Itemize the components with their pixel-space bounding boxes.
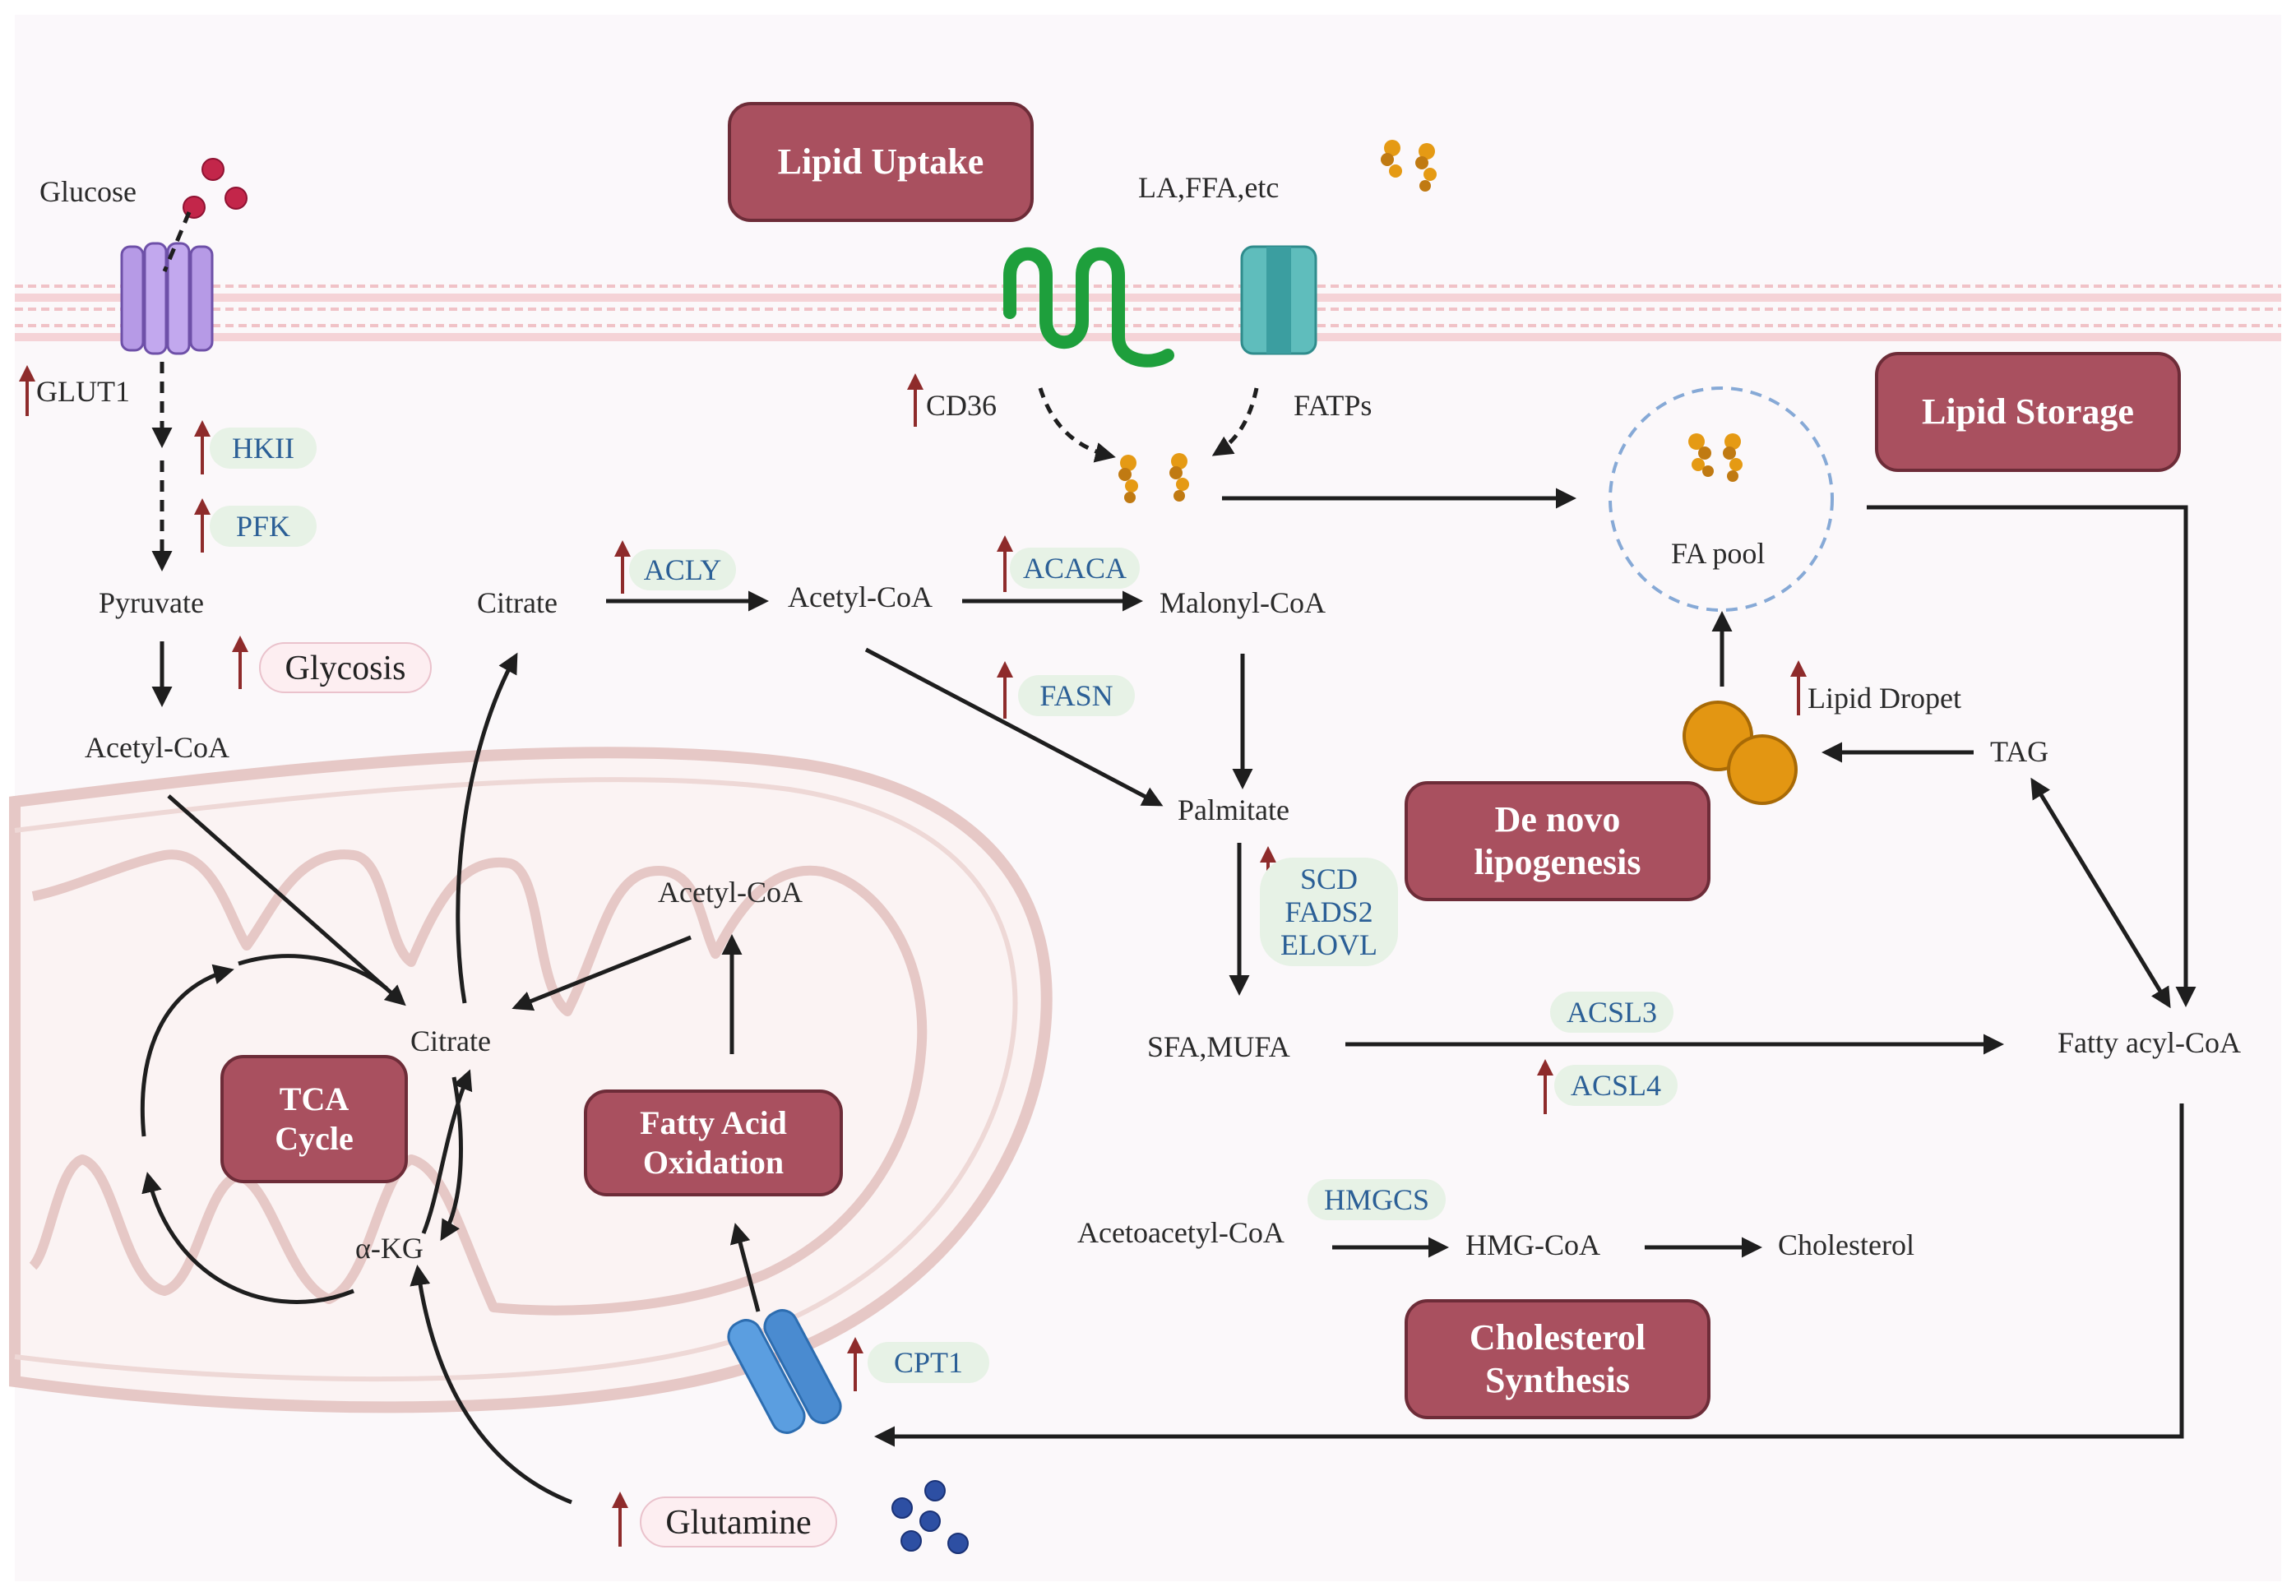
sfa-mufa-label: SFA,MUFA [1147, 1030, 1290, 1063]
malonyl-coa-label: Malonyl-CoA [1160, 586, 1326, 619]
enzyme-group-desaturases: SCD FADS2 ELOVL [1260, 858, 1398, 966]
enzyme-elovl: ELOVL [1280, 928, 1377, 961]
cholesterol-synthesis-box: Cholesterol Synthesis [1405, 1299, 1710, 1419]
pyruvate-label: Pyruvate [99, 586, 204, 619]
cholesterol-label-line2: Synthesis [1484, 1360, 1631, 1400]
glut1-label: GLUT1 [36, 375, 130, 408]
enzyme-acsl4: ACSL4 [1554, 1065, 1678, 1106]
arrow-acetylcoa-citrate [167, 794, 406, 1006]
arrow-tca-cycle-arc [238, 954, 388, 990]
glycosis-pill: Glycosis [259, 642, 432, 693]
fao-label-line1: Fatty Acid [640, 1104, 787, 1141]
hmg-coa-label: HMG-CoA [1465, 1228, 1601, 1261]
enzyme-pfk: PFK [210, 506, 317, 547]
arrow-fapool-fattyacylcoa [1867, 505, 2196, 1007]
cholesterol-label-line1: Cholesterol [1469, 1317, 1646, 1358]
de-novo-label-line2: lipogenesis [1474, 842, 1641, 882]
arrow-tca-cycle-top [140, 964, 234, 1137]
fao-label-line2: Oxidation [642, 1144, 785, 1181]
akg-label: α-KG [355, 1232, 424, 1265]
arrow-akg-citrate [421, 1069, 473, 1234]
arrow-akg-tca [141, 1172, 354, 1304]
palmitate-label: Palmitate [1178, 793, 1289, 826]
glycosis-label: Glycosis [285, 650, 406, 687]
arrow-fatp-fa [1211, 387, 1259, 456]
lipid-storage-label: Lipid Storage [1922, 391, 2134, 432]
arrow-cpt1-fao [729, 1223, 761, 1312]
acetoacetyl-coa-label: Acetoacetyl-CoA [1077, 1216, 1285, 1249]
cpt1-transporter-icon [727, 1309, 842, 1434]
cholesterol-label: Cholesterol [1778, 1228, 1914, 1261]
glucose-molecules-icon [183, 158, 248, 219]
acetyl-coa-mito-label: Acetyl-CoA [658, 876, 803, 909]
arrow-cd36-fa [1038, 387, 1116, 463]
glucose-label: Glucose [39, 175, 137, 208]
enzyme-scd: SCD [1299, 863, 1359, 895]
enzyme-hkii: HKII [210, 428, 317, 469]
arrow-citrate-akg [440, 1076, 463, 1242]
fa-pool-label: FA pool [1671, 537, 1766, 570]
glut1-transporter-icon [120, 242, 214, 355]
glutamine-pill: Glutamine [640, 1497, 837, 1547]
lipid-uptake-box: Lipid Uptake [728, 102, 1034, 222]
lipid-storage-box: Lipid Storage [1875, 352, 2181, 472]
arrow-fattyacylcoa-cpt1 [874, 1103, 2184, 1447]
extracellular-space [15, 15, 2281, 282]
arrow-fattyacylcoa-tag [2030, 777, 2171, 1009]
enzyme-cpt1: CPT1 [868, 1342, 989, 1383]
enzyme-acaca: ACACA [1010, 548, 1140, 589]
de-novo-label-line1: De novo [1494, 799, 1621, 840]
plasma-membrane [15, 285, 2281, 341]
citrate-mito-label: Citrate [410, 1025, 491, 1057]
cd36-receptor-icon [1003, 247, 1174, 368]
enzyme-hmgcs: HMGCS [1308, 1179, 1446, 1220]
lipid-uptake-label: Lipid Uptake [777, 141, 984, 182]
de-novo-lipogenesis-box: De novo lipogenesis [1405, 781, 1710, 901]
arrow-glucose-transporter [162, 211, 192, 272]
enzyme-acsl3: ACSL3 [1550, 992, 1673, 1033]
arrow-glutamine-akg [410, 1265, 572, 1505]
arrow-citrate-export [456, 652, 518, 1004]
enzyme-acly: ACLY [629, 549, 736, 590]
glutamine-molecules-icon [891, 1480, 969, 1554]
cd36-label: CD36 [926, 389, 998, 422]
fa-pool-circle [1609, 386, 1834, 612]
acetyl-coa-left-label: Acetyl-CoA [85, 731, 229, 764]
fatty-acid-oxidation-box: Fatty Acid Oxidation [584, 1089, 843, 1196]
la-ffa-label: LA,FFA,etc [1138, 171, 1280, 204]
tca-cycle-box: TCA Cycle [220, 1055, 408, 1183]
lipid-droplet-label: Lipid Dropet [1808, 682, 1961, 715]
enzyme-fasn: FASN [1018, 675, 1135, 716]
enzyme-fads2: FADS2 [1285, 895, 1373, 928]
fatty-acyl-coa-label: Fatty acyl-CoA [2058, 1026, 2241, 1059]
tca-label-line1: TCA [279, 1080, 349, 1117]
fatp-channel-icon [1240, 245, 1317, 355]
fatps-label: FATPs [1294, 389, 1373, 422]
glutamine-label: Glutamine [665, 1504, 812, 1542]
tag-label: TAG [1990, 735, 2049, 768]
acetyl-coa-top-label: Acetyl-CoA [788, 581, 933, 613]
mitochondrion [9, 747, 1053, 1413]
citrate-cytosol-label: Citrate [477, 586, 558, 619]
arrow-acetylcoa-palmitate [864, 647, 1164, 807]
tca-label-line2: Cycle [275, 1120, 354, 1157]
arrow-acetylcoa-citrate-mito [512, 935, 692, 1011]
fatty-acid-molecules-icon [1118, 140, 1743, 503]
lipid-droplet-icon [1683, 701, 1798, 805]
